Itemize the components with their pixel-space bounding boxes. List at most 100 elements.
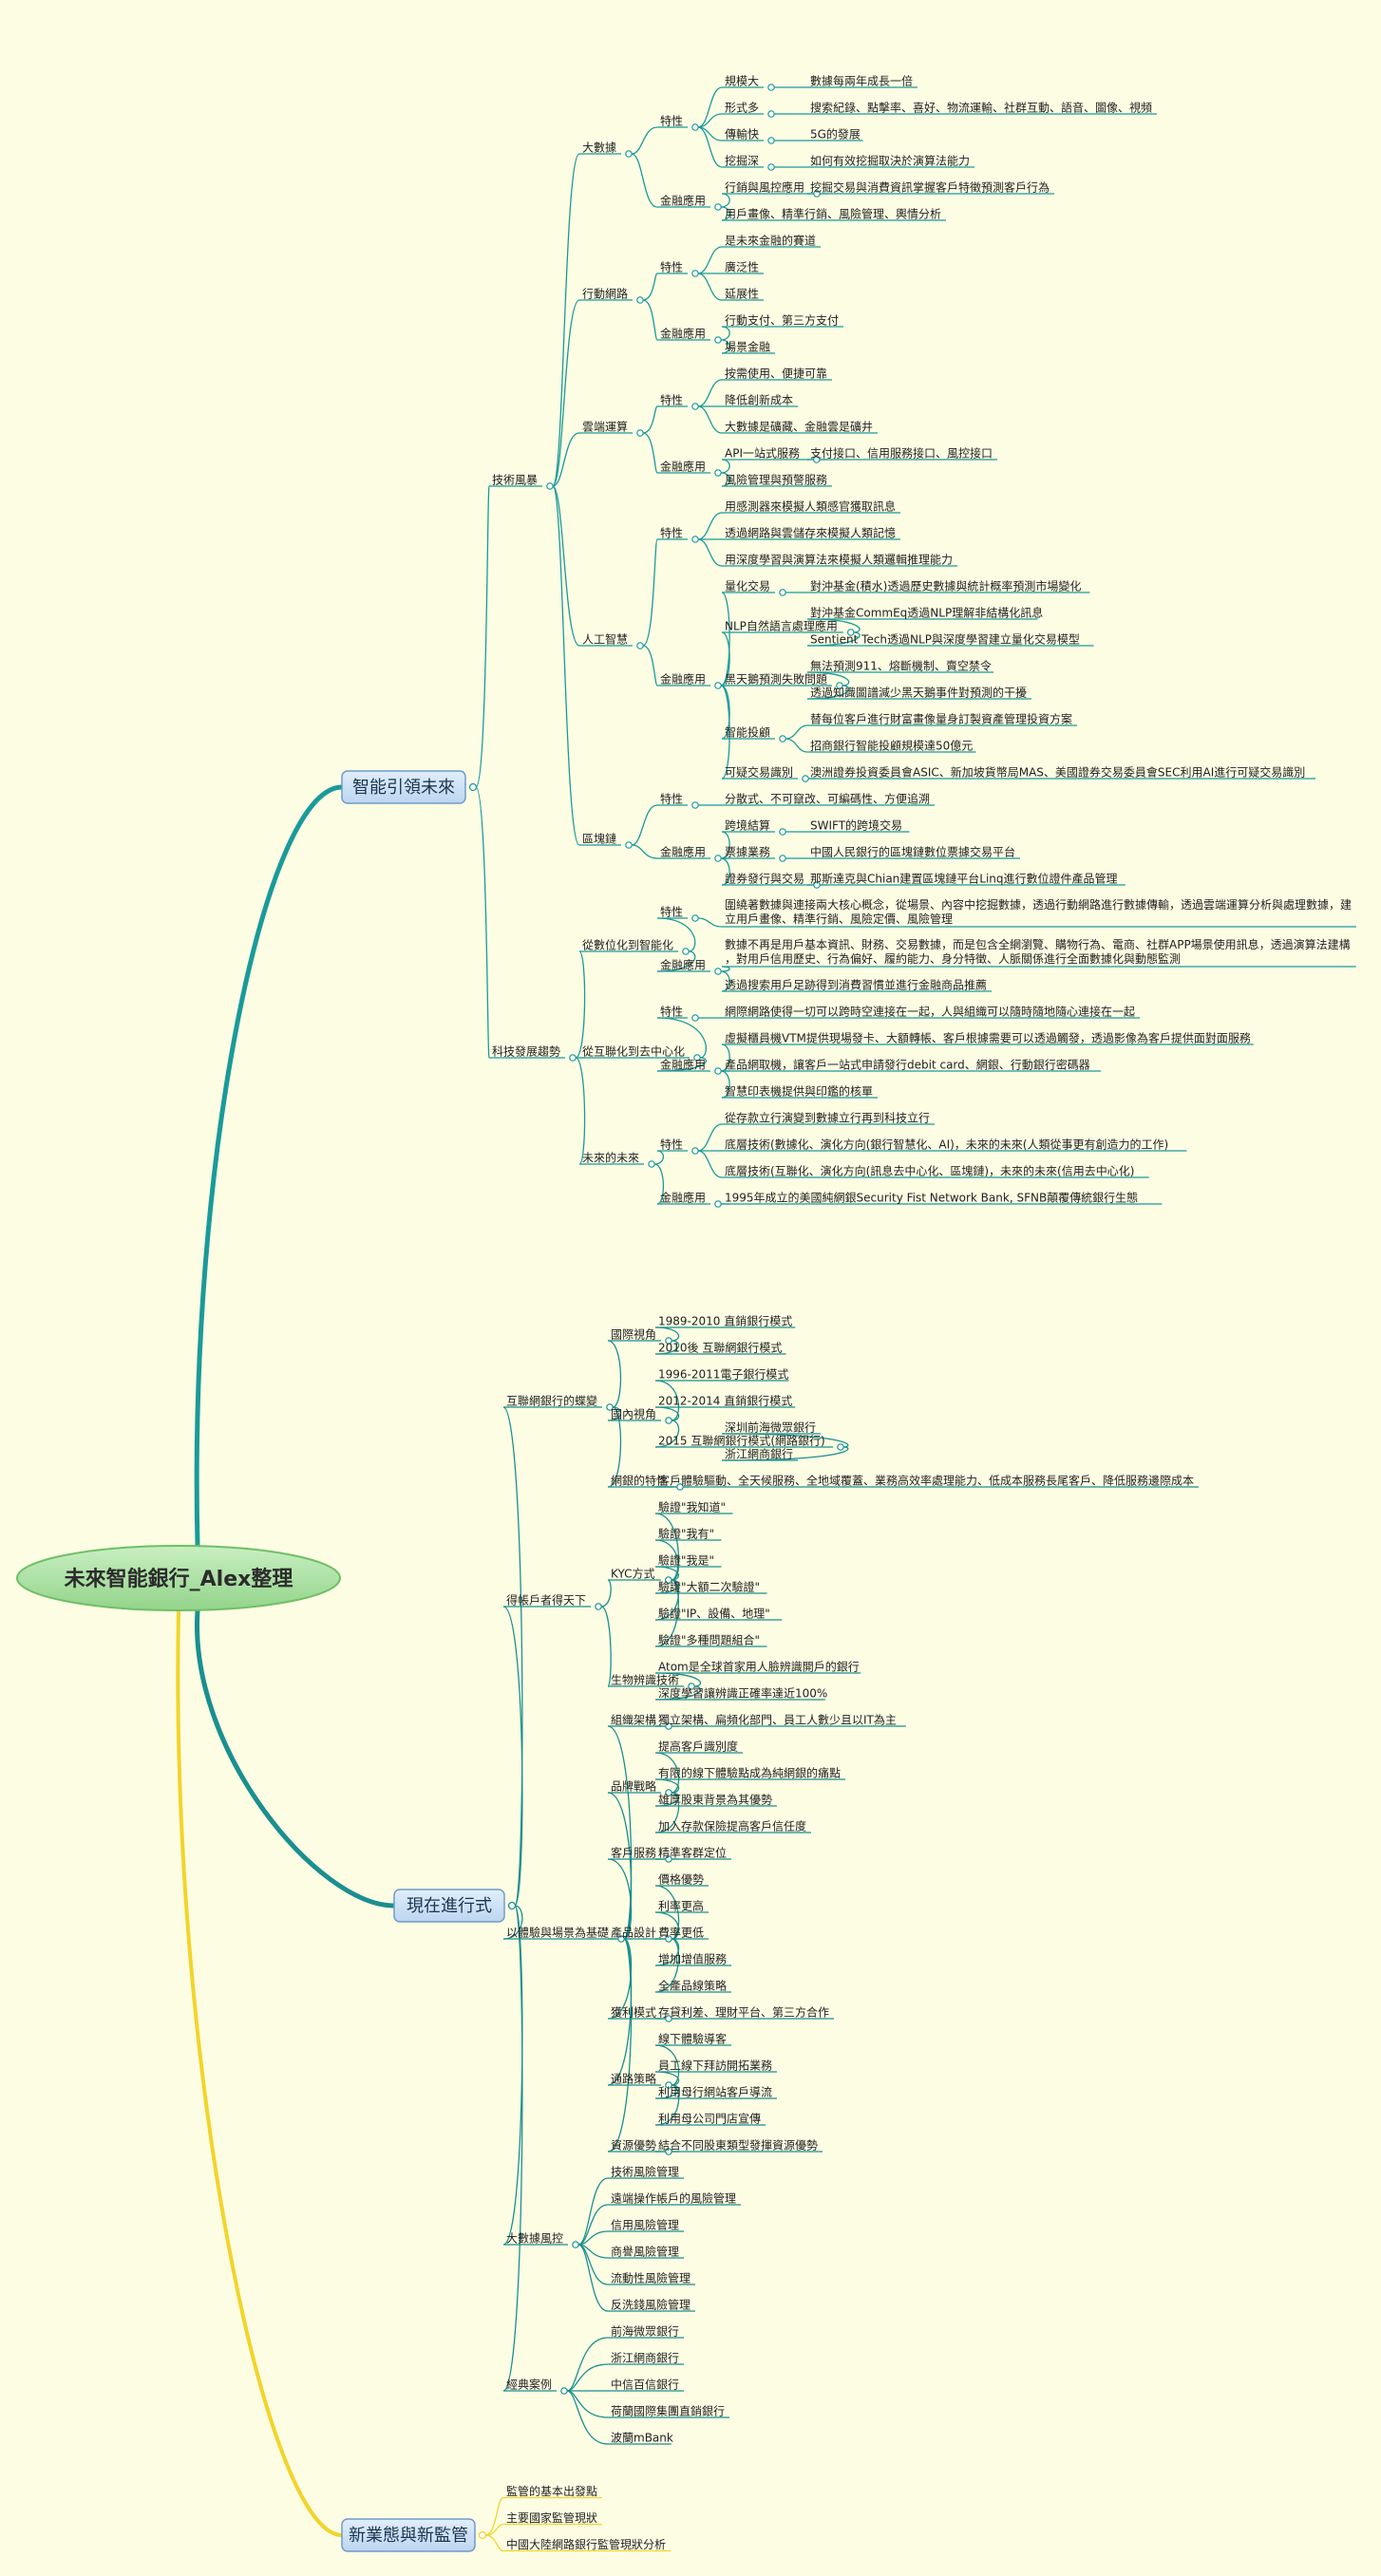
leaf-node[interactable]: 2012-2014 直銷銀行模式 <box>658 1394 792 1408</box>
leaf-node[interactable]: 信用風險管理 <box>611 2218 679 2232</box>
collapse-toggle-icon[interactable] <box>617 1935 625 1943</box>
collapse-toggle-icon[interactable] <box>572 2241 579 2248</box>
topic-node[interactable]: 以體驗與場景為基礎 <box>506 1927 609 1940</box>
leaf-node[interactable]: 數據每兩年成長一倍 <box>810 74 913 88</box>
collapse-toggle-icon[interactable] <box>665 1337 672 1344</box>
topic-node[interactable]: 生物辨識技術 <box>611 1674 679 1687</box>
leaf-node[interactable]: 中信百信銀行 <box>611 2378 679 2392</box>
topic-node[interactable]: 金融應用 <box>660 845 706 859</box>
topic-node[interactable]: 客戶服務 <box>611 1846 656 1860</box>
collapse-toggle-icon[interactable] <box>665 1722 672 1730</box>
leaf-node[interactable]: 利率更高 <box>658 1899 704 1913</box>
leaf-node[interactable]: 浙江網商銀行 <box>611 2351 679 2365</box>
topic-node[interactable]: 量化交易 <box>725 579 770 593</box>
topic-node[interactable]: 金融應用 <box>660 958 706 972</box>
topic-node[interactable]: 國內視角 <box>611 1407 656 1421</box>
collapse-toggle-icon[interactable] <box>665 2081 672 2089</box>
collapse-toggle-icon[interactable] <box>837 1443 844 1451</box>
main-topic-node[interactable] <box>341 770 466 804</box>
collapse-toggle-icon[interactable] <box>691 1147 699 1155</box>
leaf-node[interactable]: Atom是全球首家用人臉辨識開戶的銀行 <box>658 1660 860 1674</box>
collapse-toggle-icon[interactable] <box>836 682 843 689</box>
collapse-toggle-icon[interactable] <box>682 948 690 955</box>
leaf-node[interactable]: 驗證"大額二次驗證" <box>658 1580 760 1594</box>
topic-node[interactable]: 黑天鵝預測失敗問題 <box>725 672 827 686</box>
topic-node[interactable]: 特性 <box>660 260 683 274</box>
leaf-node[interactable]: 場景金融 <box>725 340 770 354</box>
leaf-node[interactable]: 有限的線下體驗點成為純網銀的痛點 <box>658 1766 841 1780</box>
topic-node[interactable]: 特性 <box>660 1138 683 1152</box>
collapse-toggle-icon[interactable] <box>779 589 786 596</box>
topic-node[interactable]: 組織架構 <box>611 1714 656 1727</box>
topic-node[interactable]: 跨境結算 <box>725 818 770 833</box>
topic-node[interactable]: 證券發行與交易 <box>725 872 804 886</box>
leaf-node[interactable]: 中國大陸網路銀行監管現狀分析 <box>506 2537 666 2551</box>
topic-node[interactable]: 2015 互聯網銀行模式(網路銀行) <box>658 1434 825 1448</box>
leaf-node[interactable]: 全產品線策略 <box>658 1979 727 1993</box>
topic-node[interactable]: 行銷與風控應用 <box>725 180 804 195</box>
leaf-node[interactable]: 主要國家監管現狀 <box>506 2510 597 2525</box>
leaf-node[interactable]: 圍繞著數據與連接兩大核心概念，從場景、內容中挖掘數據，透過行動網路進行數據傳輸，… <box>725 897 1352 926</box>
leaf-node[interactable]: 利用母行網站客戶導流 <box>658 2085 772 2099</box>
leaf-node[interactable]: 按需使用、便捷可靠 <box>725 367 827 381</box>
leaf-node[interactable]: 浙江網商銀行 <box>725 1447 793 1461</box>
collapse-toggle-icon[interactable] <box>560 2387 568 2395</box>
collapse-toggle-icon[interactable] <box>676 1483 684 1491</box>
topic-node[interactable]: 票據業務 <box>725 846 770 859</box>
leaf-node[interactable]: 透過搜索用戶足跡得到消費習慣並進行金融商品推薦 <box>725 978 987 992</box>
leaf-node[interactable]: 透過知識圖譜減少黑天鵝事件對預測的干擾 <box>810 686 1027 700</box>
topic-node[interactable]: 大數據 <box>582 141 616 155</box>
leaf-node[interactable]: 反洗錢風險管理 <box>611 2298 690 2312</box>
topic-node[interactable]: 科技發展趨勢 <box>492 1044 560 1059</box>
leaf-node[interactable]: 對沖基金(積水)透過歷史數據與統計概率預測市場變化 <box>810 579 1081 593</box>
leaf-node[interactable]: 用感測器來模擬人類感官獲取訊息 <box>725 499 896 514</box>
leaf-node[interactable]: 1995年成立的美國純網銀Security Fist Network Bank,… <box>725 1191 1138 1205</box>
leaf-node[interactable]: 招商銀行智能投顧規模達50億元 <box>810 739 973 753</box>
topic-node[interactable]: 資源優勢 <box>611 2138 656 2153</box>
leaf-node[interactable]: 波蘭mBank <box>611 2432 673 2445</box>
collapse-toggle-icon[interactable] <box>714 682 722 689</box>
leaf-node[interactable]: 深度學習讓辨識正確率達近100% <box>658 1686 827 1701</box>
collapse-toggle-icon[interactable] <box>636 642 644 649</box>
leaf-node[interactable]: 無法預測911、熔斷機制、賣空禁令 <box>810 659 992 673</box>
topic-node[interactable]: 區塊鏈 <box>582 832 616 846</box>
leaf-node[interactable]: 驗證"我是" <box>658 1553 714 1568</box>
topic-node[interactable]: 從互聯化到去中心化 <box>582 1044 685 1059</box>
topic-node[interactable]: 金融應用 <box>660 672 706 686</box>
leaf-node[interactable]: 從存款立行演變到數據立行再到科技立行 <box>725 1111 930 1125</box>
collapse-toggle-icon[interactable] <box>693 1054 701 1062</box>
leaf-node[interactable]: 前海微眾銀行 <box>611 2324 679 2339</box>
leaf-node[interactable]: 如何有效挖掘取決於演算法能力 <box>810 154 970 168</box>
topic-node[interactable]: 金融應用 <box>660 1191 706 1205</box>
topic-node[interactable]: 品牌戰略 <box>611 1779 656 1794</box>
leaf-node[interactable]: 替每位客戶進行財富畫像量身訂製資產管理投資方案 <box>810 712 1072 726</box>
collapse-toggle-icon[interactable] <box>767 163 775 171</box>
topic-node[interactable]: 網銀的特性 <box>611 1474 668 1488</box>
topic-node[interactable]: 獲利模式 <box>611 2006 656 2020</box>
topic-node[interactable]: 可疑交易識別 <box>725 765 793 780</box>
leaf-node[interactable]: 商譽風險管理 <box>611 2245 679 2259</box>
leaf-node[interactable]: 獨立架構、扁頻化部門、員工人數少且以IT為主 <box>658 1713 897 1727</box>
leaf-node[interactable]: 行動支付、第三方支付 <box>725 313 839 328</box>
leaf-node[interactable]: 智慧印表機提供與印鑑的核單 <box>725 1084 873 1099</box>
leaf-node[interactable]: 提高客戶識別度 <box>658 1739 738 1754</box>
topic-node[interactable]: 傳輸快 <box>725 127 759 141</box>
leaf-node[interactable]: 流動性風險管理 <box>611 2271 690 2285</box>
collapse-toggle-icon[interactable] <box>767 137 775 144</box>
leaf-node[interactable]: 1989-2010 直銷銀行模式 <box>658 1314 792 1328</box>
collapse-toggle-icon[interactable] <box>507 1901 517 1910</box>
leaf-node[interactable]: Sentient Tech透過NLP與深度學習建立量化交易模型 <box>810 632 1080 647</box>
leaf-node[interactable]: 荷蘭國際集團直銷銀行 <box>611 2404 725 2418</box>
collapse-toggle-icon[interactable] <box>595 1603 602 1610</box>
topic-node[interactable]: 從數位化到智能化 <box>582 938 673 952</box>
topic-node[interactable]: 產品設計 <box>611 1926 656 1940</box>
collapse-toggle-icon[interactable] <box>691 1014 699 1022</box>
leaf-node[interactable]: 利用母公司門店宣傳 <box>658 2112 761 2126</box>
topic-node[interactable]: 通路策略 <box>611 2072 656 2086</box>
topic-node[interactable]: 未來的未來 <box>582 1151 639 1165</box>
collapse-toggle-icon[interactable] <box>714 336 722 344</box>
topic-node[interactable]: 大數據風控 <box>506 2232 563 2246</box>
collapse-toggle-icon[interactable] <box>813 190 821 197</box>
leaf-node[interactable]: 驗證"我有" <box>658 1527 714 1541</box>
collapse-toggle-icon[interactable] <box>691 123 699 131</box>
